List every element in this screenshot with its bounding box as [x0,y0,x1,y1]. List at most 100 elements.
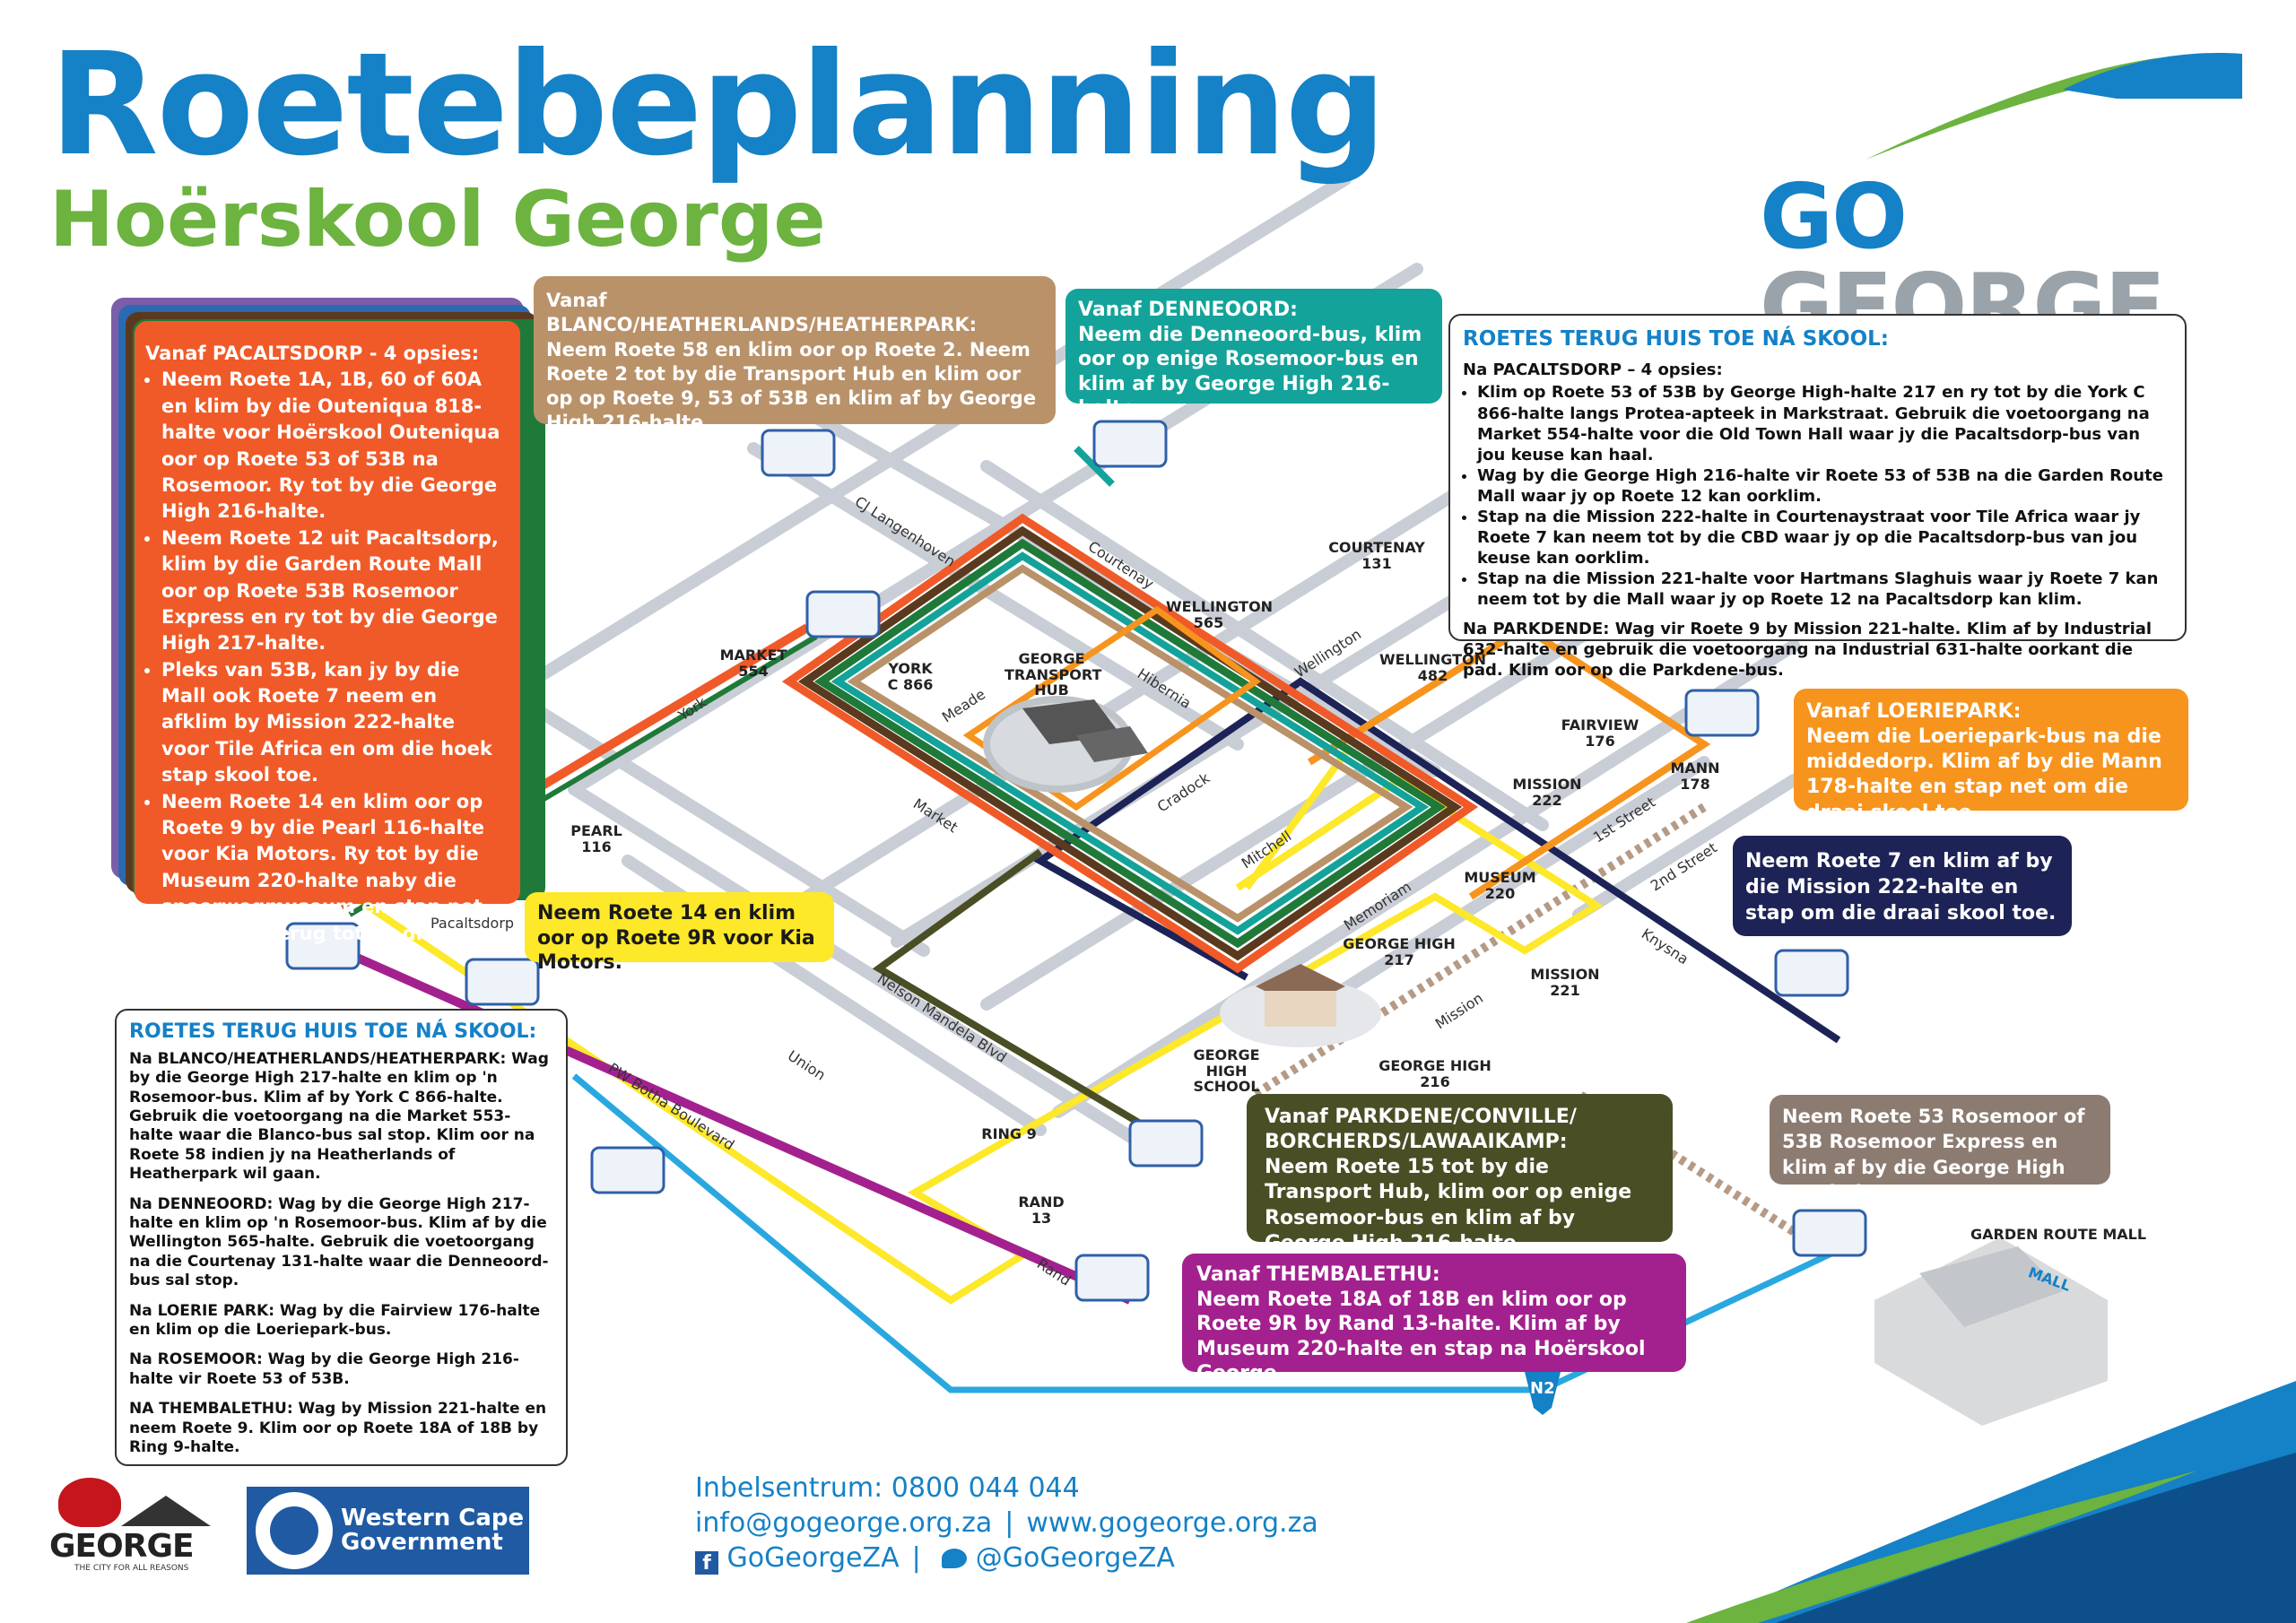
return-left-label: Na LOERIE PARK [129,1301,269,1320]
hub-loop-tan [847,564,1413,923]
page-subtitle: Hoërskool George [49,175,826,265]
pacaltsdorp-list: Neem Roete 1A, 1B, 60 of 60A en klim by … [145,367,508,947]
parkdene-heading: Vanaf PARKDENE/CONVILLE/ BORCHERDS/LAWAA… [1265,1106,1577,1154]
return-left-label: Na ROSEMOOR [129,1350,257,1369]
return-left-label: NA THEMBALETHU [129,1400,287,1419]
parkdene-box: Vanaf PARKDENE/CONVILLE/ BORCHERDS/LAWAA… [1247,1094,1673,1254]
george-city-tagline: THE CITY FOR ALL REASONS [74,1564,189,1573]
thembalethu-box: Vanaf THEMBALETHU: Neem Roete 18A of 18B… [1182,1254,1686,1384]
stop-york: YORK C 866 [887,660,934,693]
return-right-parkdene-label: Na PARKDENDE [1463,619,1604,638]
corner-swoosh [1686,1381,2296,1623]
loeriepark-box: Vanaf LOERIEPARK: Neem die Loeriepark-bu… [1794,689,2188,824]
return-home-box-right: ROETES TERUG HUIS TOE NÁ SKOOL: Na PACAL… [1448,314,2187,680]
wc-line2: Government [341,1529,503,1557]
return-right-title: ROETES TERUG HUIS TOE NÁ SKOOL: [1463,327,1890,351]
transport-hub-building [983,696,1148,793]
wc-line1: Western Cape [341,1505,525,1532]
stop-mission221: MISSION 221 [1530,966,1600,999]
stop-gh217: GEORGE HIGH 217 [1343,935,1456,968]
bus-icons [285,420,1867,1302]
mall-building [1874,1237,2108,1426]
return-left-text: : Wag by die George High 217-halte en kl… [129,1049,549,1184]
return-left-entry: Na ROSEMOOR: Wag by die George High 216-… [129,1350,553,1389]
stop-wellington482: WELLINGTON 482 [1378,651,1487,684]
call-centre: Inbelsentrum: 0800 044 044 [695,1472,1080,1504]
navy-route-line [1033,677,1841,1044]
coat-of-arms-inner [270,1506,318,1555]
loeriepark-heading: Vanaf LOERIEPARK: [1806,700,2022,723]
list-item: Klim op Roete 53 of 53B by George High-h… [1477,382,2172,464]
n2-shield [1525,1372,1561,1415]
pacaltsdorp-heading: Vanaf PACALTSDORP - 4 opsies: [145,343,479,364]
stop-courtenay: COURTENAY 131 [1328,539,1425,572]
denneoord-text: Neem die Denneoord-bus, klim oor op enig… [1078,323,1422,421]
thembalethu-heading: Vanaf THEMBALETHU: [1196,1263,1440,1286]
stop-hub: GEORGE TRANSPORT HUB [1004,650,1102,699]
pacaltsdorp-box: Vanaf PACALTSDORP - 4 opsies: Neem Roete… [135,321,520,944]
facebook-icon[interactable]: f [695,1551,718,1575]
route7-box: Neem Roete 7 en klim af by die Mission 2… [1733,836,2072,936]
footer-contact: Inbelsentrum: 0800 044 044 info@gogeorge… [695,1471,1318,1575]
western-cape-logo: Western Cape Government [247,1487,529,1575]
hub-loop-teal [831,551,1430,935]
list-item: Wag by die George High 216-halte vir Roe… [1477,465,2172,507]
return-left-entry: Na LOERIE PARK: Wag by die Fairview 176-… [129,1302,553,1341]
yellow-route-line [338,776,1604,1305]
railway [1253,803,1707,1098]
return-left-entry: Na DENNEOORD: Wag by die George High 217… [129,1195,553,1291]
stop-mall: GARDEN ROUTE MALL [1970,1226,2147,1243]
return-left-label: Na BLANCO/HEATHERLANDS/HEATHERPARK [129,1049,500,1068]
blanco-text: Vanaf BLANCO/HEATHERLANDS/HEATHERPARK: N… [546,290,1037,434]
return-right-pac-list: Klim op Roete 53 of 53B by George High-h… [1463,382,2172,609]
return-right-pac-label: Na PACALTSDORP – 4 opsies: [1463,360,1723,380]
flower-icon [58,1478,121,1527]
return-home-box-left: ROETES TERUG HUIS TOE NÁ SKOOL: Na BLANC… [115,1009,568,1466]
hub-loop-green [813,538,1447,949]
school-building [1220,964,1381,1047]
list-item: Stap na die Mission 222-halte in Courten… [1477,507,2172,568]
stop-museum: MUSEUM 220 [1464,869,1536,902]
stop-market: MARKET 554 [719,647,787,680]
email-web-line: info@gogeorge.org.za | www.gogeorge.org.za [695,1506,1318,1541]
return-right-parkdene-text: : Wag vir Roete 9 by Mission 221-halte. … [1463,619,2152,680]
hub-inner-orange [962,605,1262,812]
stop-pearl: PEARL 116 [570,822,622,855]
western-cape-text: Western Cape Government [341,1506,524,1556]
yellow-route-line-2 [1243,751,1349,890]
email-link[interactable]: info@gogeorge.org.za [695,1507,993,1539]
denneoord-box: Vanaf DENNEOORD: Neem die Denneoord-bus,… [1065,289,1442,420]
loeriepark-text: Neem die Loeriepark-bus na die middedorp… [1806,725,2162,824]
list-item: Pleks van 53B, kan jy by die Mall ook Ro… [161,657,508,789]
stop-gh216: GEORGE HIGH 216 [1378,1057,1492,1090]
facebook-handle[interactable]: GoGeorgeZA [726,1542,900,1574]
route7-text: Neem Roete 7 en klim af by die Mission 2… [1745,850,2057,925]
stop-fairview: FAIRVIEW 176 [1561,716,1639,750]
railway-2 [1576,1089,1805,1242]
return-left-text: : Wag by die George High 217-halte en kl… [129,1194,549,1290]
list-item: Neem Roete 12 uit Pacaltsdorp, klim by d… [161,525,508,657]
stop-rand: RAND 13 [1018,1193,1065,1227]
kia-box: Neem Roete 14 en klim oor op Roete 9R vo… [525,892,834,974]
social-line: f GoGeorgeZA | @GoGeorgeZA [695,1541,1318,1575]
return-left-entry: NA THEMBALETHU: Wag by Mission 221-halte… [129,1400,553,1457]
return-left-entry: Na BLANCO/HEATHERLANDS/HEATHERPARK: Wag … [129,1050,553,1185]
twitter-handle[interactable]: @GoGeorgeZA [975,1542,1175,1574]
stop-ring: RING 9 [981,1125,1037,1142]
separator: | [1004,1507,1014,1539]
thembalethu-text: Neem Roete 18A of 18B en klim oor op Roe… [1196,1288,1646,1385]
website-link[interactable]: www.gogeorge.org.za [1026,1507,1318,1539]
olive-route-line [872,848,1169,1142]
separator: | [911,1542,921,1574]
return-left-label: Na DENNEOORD [129,1194,267,1213]
loeriepark-route-line [1307,623,1711,900]
list-item: Stap na die Mission 221-halte voor Hartm… [1477,568,2172,610]
twitter-icon[interactable] [942,1549,968,1568]
stop-school: GEORGE HIGH SCHOOL [1193,1046,1260,1096]
return-left-text: : Wag by Mission 221-halte en neem Roete… [129,1400,547,1457]
rosemoor-text: Neem Roete 53 Rosemoor of 53B Rosemoor E… [1782,1106,2085,1204]
logo-go-text: GO [1760,164,1908,269]
stop-wellington565: WELLINGTON 565 [1166,598,1274,631]
denneoord-heading: Vanaf DENNEOORD: [1078,299,1298,321]
list-item: Neem Roete 14 en klim oor op Roete 9 by … [161,789,508,947]
